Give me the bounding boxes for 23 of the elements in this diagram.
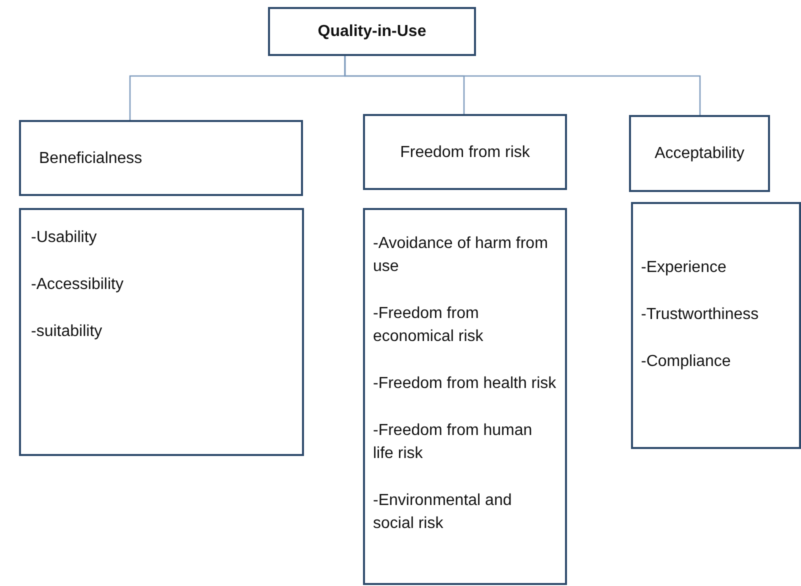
list-item: -Environmental and social risk [373, 491, 513, 534]
list-item: -Trustworthiness [641, 305, 759, 325]
list-item: -suitability [31, 322, 102, 342]
category-title: Acceptability [654, 144, 744, 164]
list-item: -Experience [641, 258, 726, 278]
category-box [363, 114, 567, 190]
list-item: -Freedom from health risk [373, 374, 556, 394]
list-item: -Freedom from human life risk [373, 421, 534, 464]
list-item: -Accessibility [31, 275, 124, 295]
list-item: -Avoidance of harm from use [373, 234, 549, 277]
list-item: -Freedom from economical risk [373, 304, 484, 347]
list-item: -Compliance [641, 352, 731, 372]
list-item: -Usability [31, 228, 97, 248]
item-list-box [363, 208, 567, 585]
category-title: Beneficialness [39, 148, 142, 168]
category-title: Freedom from risk [400, 142, 530, 162]
item-list-box [631, 202, 801, 449]
category-box [268, 7, 476, 56]
category-title: Quality-in-Use [318, 22, 426, 42]
category-box [19, 120, 303, 196]
item-list-box [19, 208, 304, 456]
connector-line [344, 56, 701, 115]
category-box [629, 115, 770, 192]
